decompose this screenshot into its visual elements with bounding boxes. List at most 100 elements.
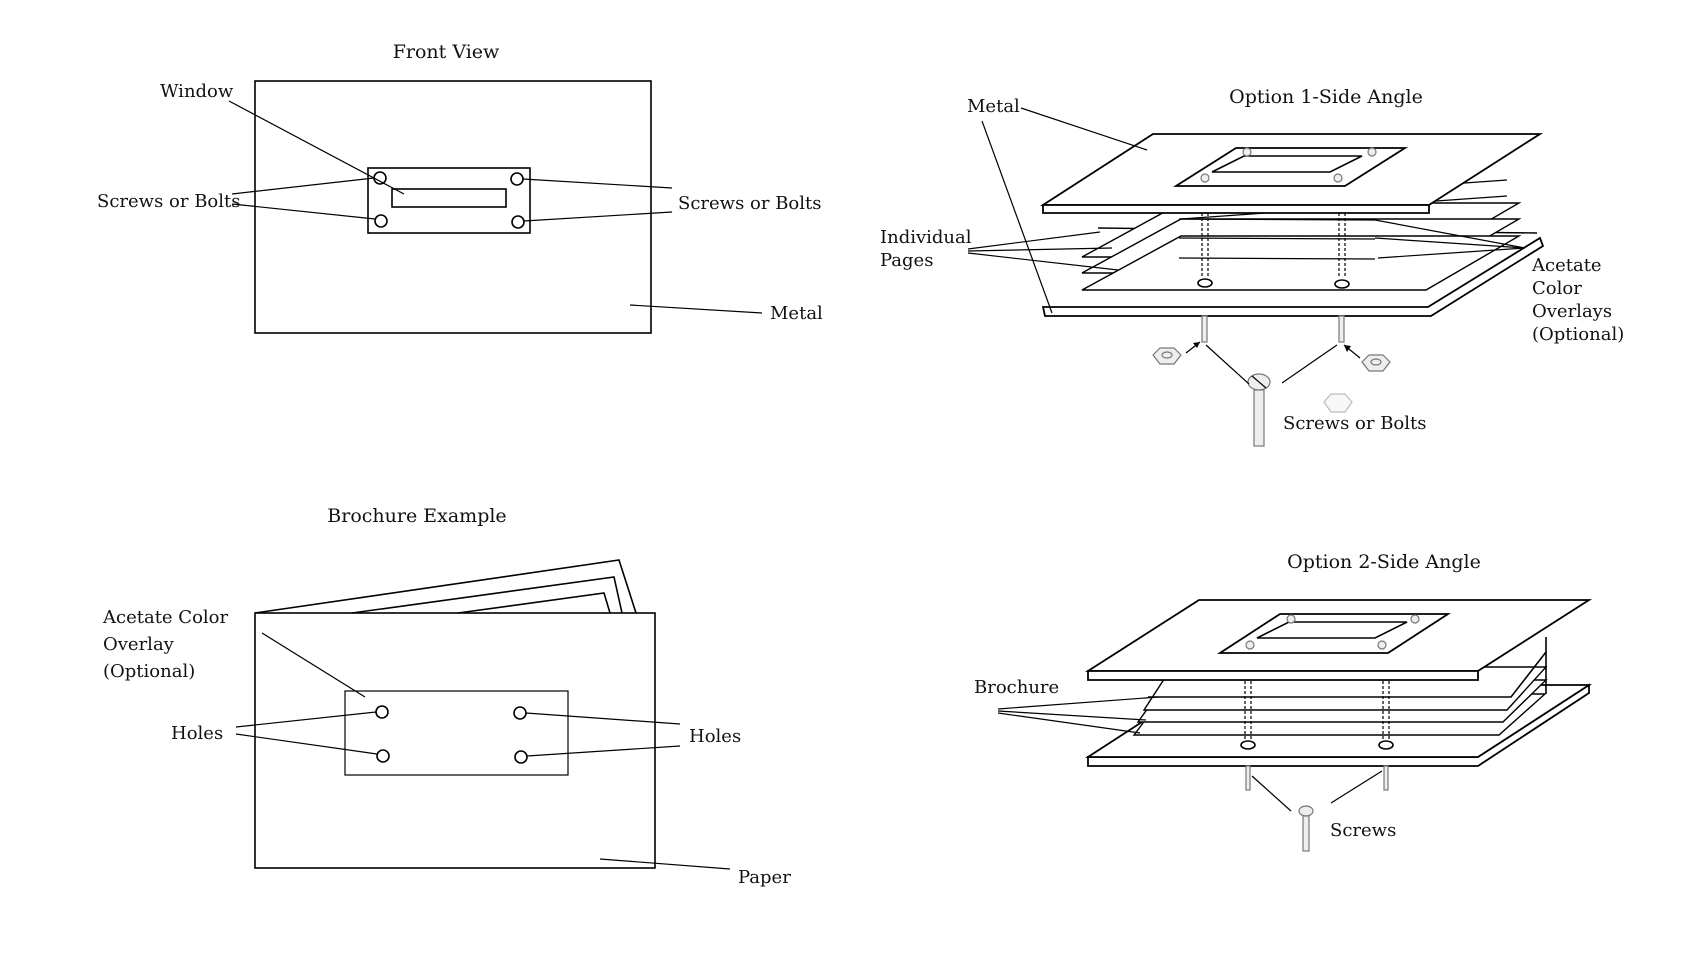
- option2-screws-leader-left: [1251, 775, 1292, 812]
- brochure-acetate-leader: [261, 632, 366, 698]
- option1-bolt-shaft-right: [1338, 315, 1345, 343]
- brochure-holes-left-label: Holes: [171, 723, 223, 744]
- option2-title: Option 2-Side Angle: [1287, 551, 1481, 573]
- brochure-back-page-3: [457, 592, 611, 614]
- option1-screw-head-4: [1367, 147, 1377, 157]
- option1-bolt-shaft-left: [1201, 315, 1208, 343]
- front-screw-top-left: [373, 171, 387, 185]
- option2-screw-head-4: [1410, 614, 1420, 624]
- option2-screw-shaft: [1302, 815, 1310, 852]
- option2-brochure-leader-2: [997, 710, 1147, 721]
- option1-pages-leader-1: [967, 231, 1101, 250]
- option2-window-frame: [1216, 613, 1452, 654]
- option1-acetate-leader-2: [1374, 237, 1526, 249]
- brochure-acetate-line3: (Optional): [103, 661, 195, 682]
- brochure-hole-bottom-left: [376, 749, 390, 763]
- option2-hole-left: [1240, 740, 1256, 750]
- front-screw-top-right: [510, 172, 524, 186]
- brochure-example-panel: Brochure Example Acetate Color Overlay (…: [102, 505, 791, 888]
- brochure-holes-right-leader-bottom: [526, 745, 681, 757]
- option1-acetate-line1: Acetate: [1531, 255, 1602, 276]
- option2-screws-label: Screws: [1330, 820, 1396, 841]
- option2-top-plate-edge: [1087, 670, 1479, 681]
- front-window-frame: [367, 167, 531, 234]
- brochure-holes-left-leader-bottom: [235, 733, 378, 755]
- front-screws-right-leader-bottom: [523, 211, 673, 222]
- option1-metal-leader-top: [1020, 107, 1148, 151]
- front-screws-right-label: Screws or Bolts: [678, 193, 822, 214]
- option2-screws-leader-right: [1330, 770, 1383, 804]
- option1-acetate-leader-3: [1377, 247, 1526, 259]
- option1-page-3: [1081, 235, 1522, 291]
- option1-metal-leader-bottom: [981, 120, 1053, 314]
- option1-pages-leader-3: [967, 252, 1119, 271]
- option1-page-inner-1: [1178, 218, 1376, 221]
- front-view-title: Front View: [393, 41, 500, 63]
- option1-pages-leader-2: [967, 247, 1113, 252]
- option1-panel: Option 1-Side Angle Metal I: [880, 86, 1624, 447]
- option1-screw-head-2: [1333, 173, 1343, 183]
- front-view-panel: Front View Window Screws or Bolts Screws…: [97, 41, 823, 334]
- option2-hole-right: [1378, 740, 1394, 750]
- option1-title: Option 1-Side Angle: [1229, 86, 1423, 108]
- option1-nut-left-hole: [1161, 351, 1173, 359]
- front-screws-left-leader-bottom: [231, 203, 376, 220]
- option2-window-opening: [1256, 621, 1408, 639]
- option1-screws-label: Screws or Bolts: [1283, 413, 1427, 434]
- brochure-holes-left-leader-top: [235, 711, 377, 728]
- option1-hole-right: [1334, 279, 1350, 289]
- brochure-paper: [254, 612, 656, 869]
- option1-acetate-line4: (Optional): [1532, 324, 1624, 345]
- option1-nut-right-hole: [1370, 358, 1382, 366]
- brochure-acetate-line2: Overlay: [103, 634, 175, 655]
- option1-acetate-line2: Color: [1532, 278, 1582, 299]
- option1-screws-leader-left: [1205, 344, 1250, 385]
- option1-metal-label: Metal: [967, 96, 1020, 117]
- brochure-back-page-1: [254, 559, 637, 614]
- option2-brochure-leader-3: [997, 712, 1141, 734]
- front-window-opening: [391, 188, 507, 208]
- option2-screw-head: [1298, 805, 1314, 817]
- option2-brochure-leader-1: [997, 696, 1159, 710]
- brochure-holes-right-leader-top: [525, 712, 681, 725]
- brochure-hole-top-left: [375, 705, 389, 719]
- front-metal-leader: [629, 304, 763, 314]
- front-screws-right-leader-top: [522, 178, 673, 189]
- window-label: Window: [160, 81, 234, 102]
- option1-screw-head-3: [1242, 147, 1252, 157]
- brochure-paper-label: Paper: [738, 867, 791, 888]
- brochure-holes-right-label: Holes: [689, 726, 741, 747]
- window-leader: [228, 100, 405, 195]
- option2-screw-head-3: [1286, 614, 1296, 624]
- option1-big-bolt-slot: [1251, 375, 1267, 389]
- front-screws-left-label: Screws or Bolts: [97, 191, 241, 212]
- option1-nut-arrow-left-head: [1193, 342, 1200, 348]
- option1-pages-label-line1: Individual: [880, 227, 972, 248]
- option1-big-bolt-shaft: [1253, 389, 1265, 447]
- option2-brochure-page-4: [1148, 651, 1547, 698]
- option1-hole-left: [1197, 278, 1213, 288]
- brochure-back-page-2: [351, 576, 623, 614]
- option2-panel: Option 2-Side Angle Brochure: [974, 551, 1593, 852]
- brochure-acetate-line1: Acetate Color: [102, 607, 229, 628]
- brochure-hole-bottom-right: [514, 750, 528, 764]
- option2-screw-head-2: [1377, 640, 1387, 650]
- option1-nut-arrow-right-head: [1344, 345, 1351, 352]
- front-screw-bottom-right: [511, 215, 525, 229]
- front-screw-bottom-left: [374, 214, 388, 228]
- option2-brochure-label: Brochure: [974, 677, 1059, 698]
- option1-screw-head-1: [1200, 173, 1210, 183]
- brochure-hole-top-right: [513, 706, 527, 720]
- brochure-paper-leader: [599, 858, 731, 870]
- option1-bottom-plate: [1041, 236, 1545, 317]
- option1-pages-label-line2: Pages: [880, 250, 933, 271]
- option1-screws-leader-right: [1281, 344, 1338, 384]
- option1-window-opening: [1211, 155, 1363, 173]
- option1-acetate-line3: Overlays: [1532, 301, 1612, 322]
- front-metal-label: Metal: [770, 303, 823, 324]
- option2-screw-shaft-left: [1245, 765, 1251, 791]
- option1-page-inner-3: [1178, 257, 1376, 260]
- option2-screw-shaft-right: [1383, 765, 1389, 791]
- option1-window-frame: [1172, 147, 1409, 187]
